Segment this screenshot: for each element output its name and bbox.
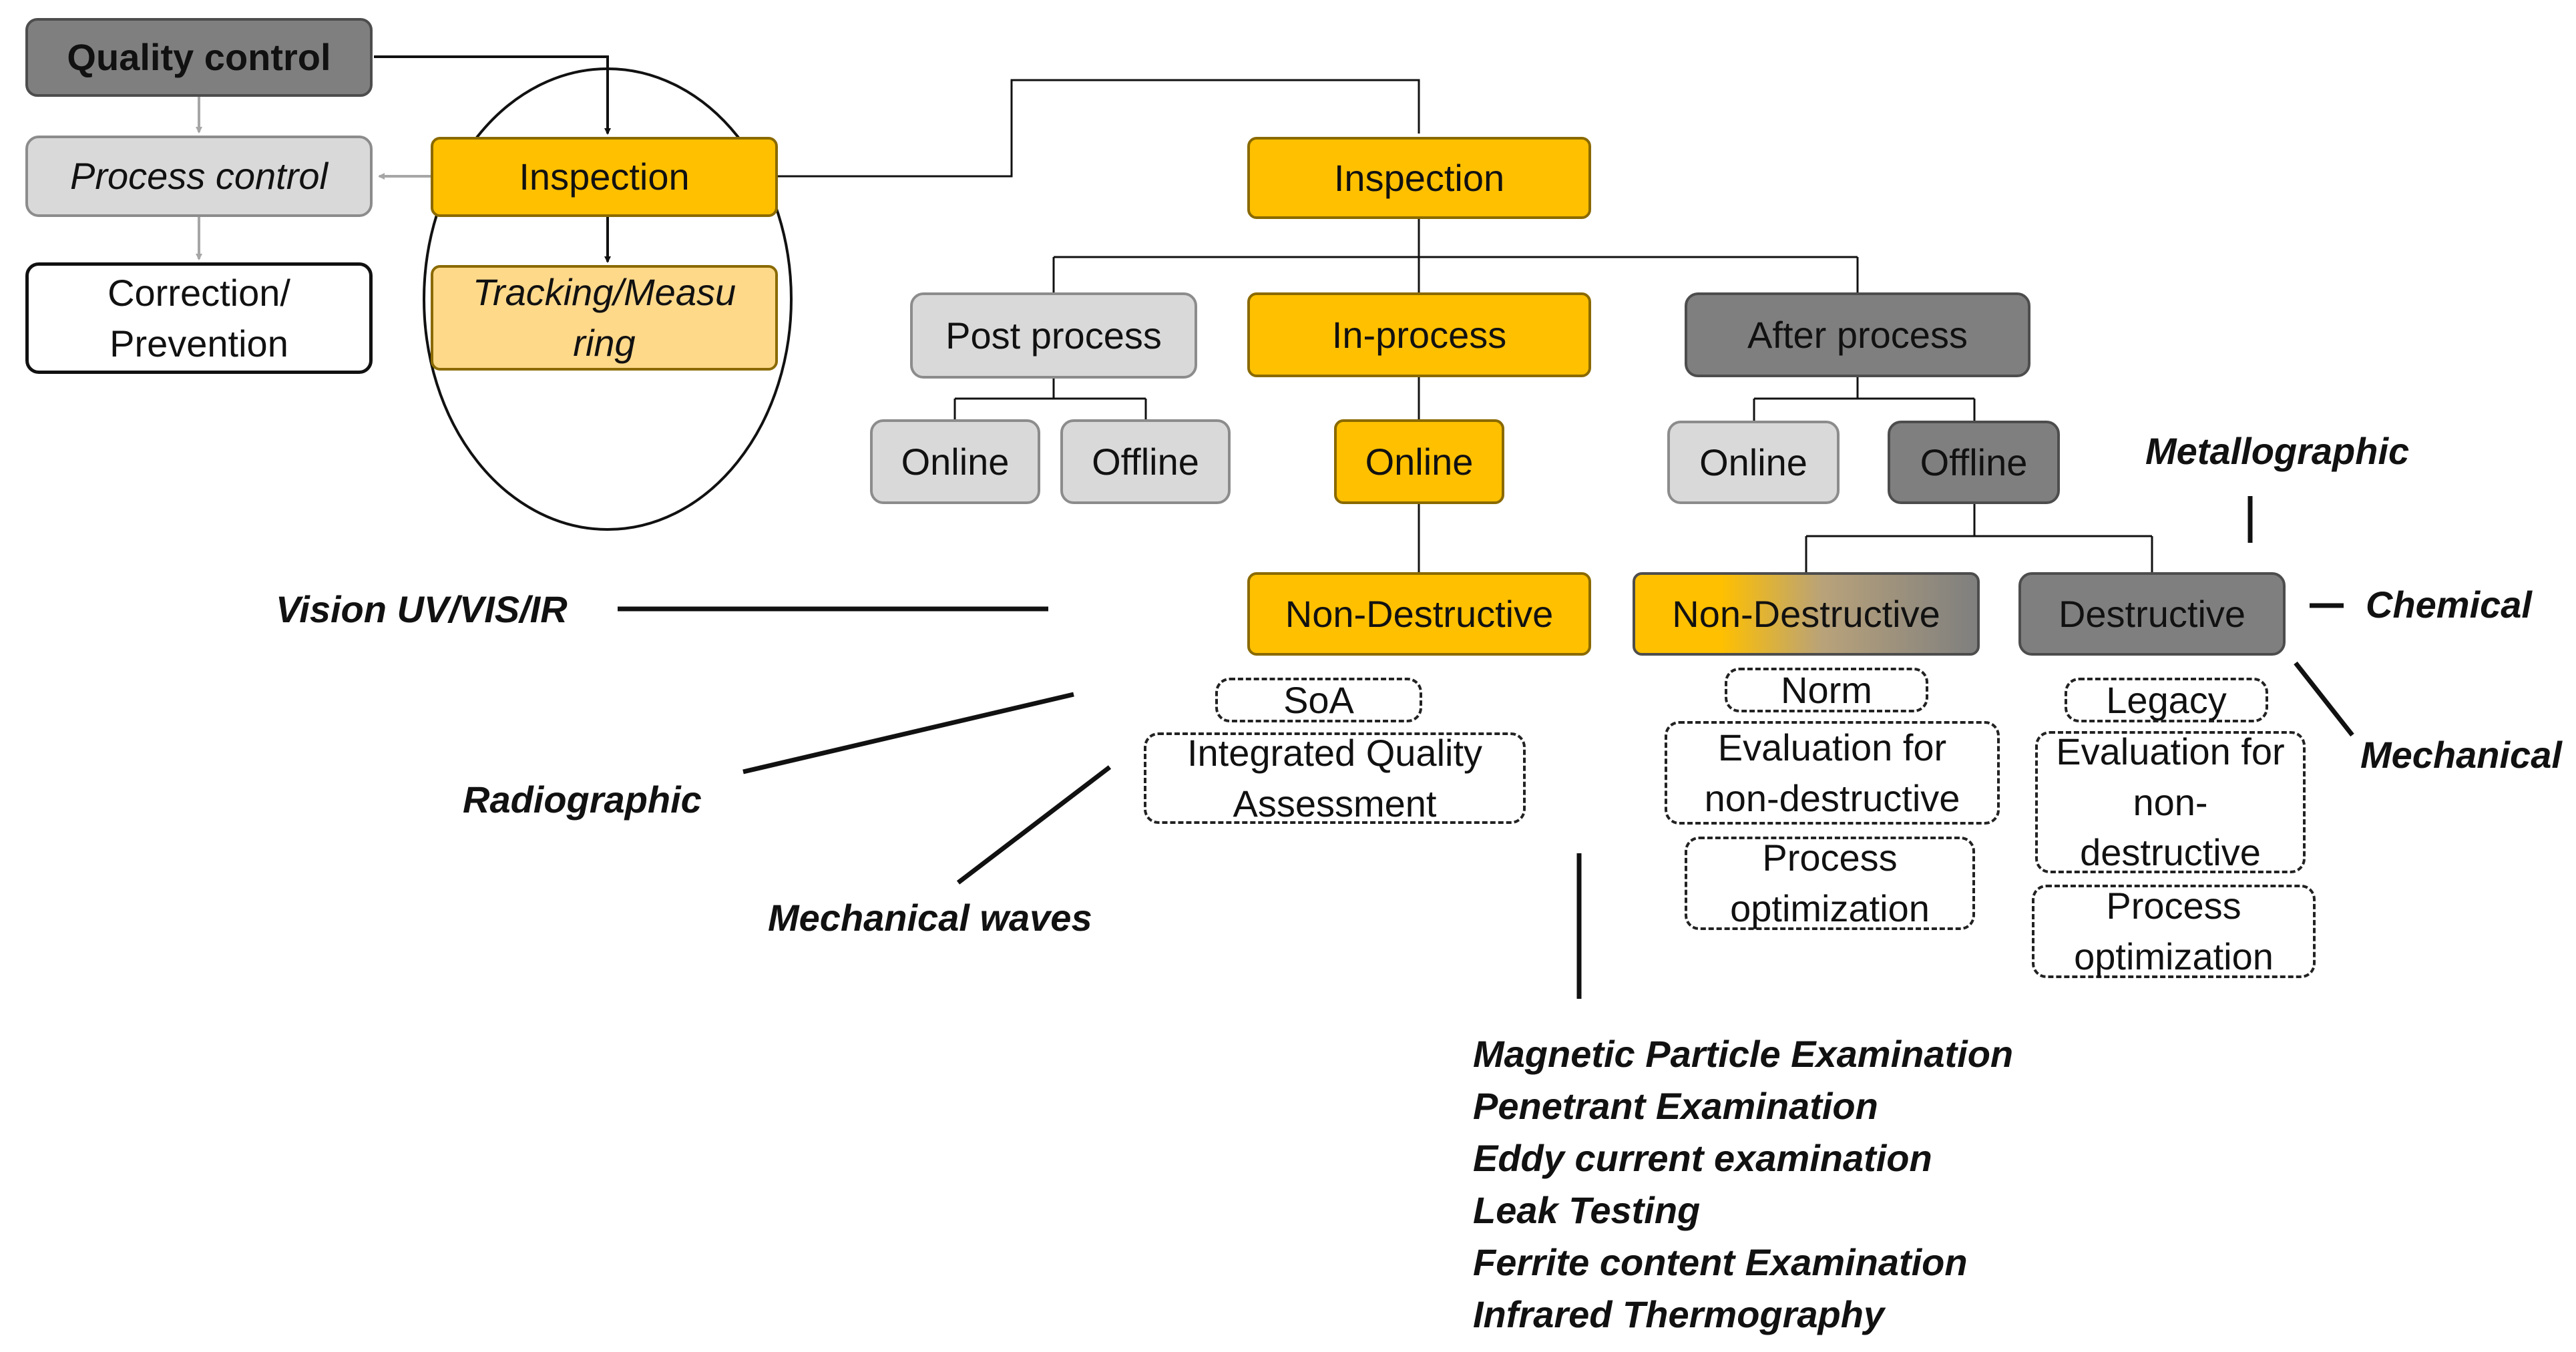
quality-control-box: Quality control — [25, 18, 373, 97]
legacy-note: Legacy — [2065, 678, 2268, 722]
after-online-box: Online — [1667, 421, 1840, 504]
inspection-link-line — [778, 79, 1420, 178]
ndt-item: Leak Testing — [1473, 1189, 1701, 1231]
evaluation-nd-note: Evaluation for non-destructive — [1665, 721, 2000, 825]
ndt-item: Eddy current examination — [1473, 1137, 1932, 1179]
left-inspection-box: Inspection — [431, 137, 778, 217]
soa-note: SoA — [1215, 678, 1422, 722]
destructive-box: Destructive — [2018, 572, 2286, 656]
mechanical-waves-pointer — [956, 765, 1112, 885]
chemical-label: Chemical — [2366, 584, 2532, 626]
ndt-item: Magnetic Particle Examination — [1473, 1033, 2014, 1075]
post-offline-box: Offline — [1060, 419, 1231, 504]
process-optimization-note-2: Process optimization — [2032, 885, 2316, 978]
process-control-box: Process control — [25, 136, 373, 217]
in-process-box: In-process — [1247, 292, 1591, 377]
after-offline-box: Offline — [1888, 421, 2060, 504]
norm-note: Norm — [1725, 668, 1928, 712]
ndt-methods-list: Magnetic Particle Examination Penetrant … — [1473, 1028, 2013, 1341]
metallographic-label: Metallographic — [2145, 430, 2410, 472]
qc-to-inspection-arrow — [374, 55, 611, 135]
mechanical-pointer — [2294, 661, 2354, 737]
integrated-quality-note: Integrated Quality Assessment — [1144, 732, 1526, 825]
in-online-box: Online — [1334, 419, 1504, 504]
post-online-box: Online — [870, 419, 1040, 504]
after-non-destructive-box: Non-Destructive — [1633, 572, 1980, 656]
mechanical-label: Mechanical — [2360, 734, 2562, 776]
process-optimization-note-1: Process optimization — [1685, 837, 1975, 930]
correction-prevention-box: Correction/ Prevention — [25, 262, 373, 374]
in-non-destructive-box: Non-Destructive — [1247, 572, 1591, 656]
mechanical-waves-label: Mechanical waves — [768, 897, 1092, 939]
radiographic-pointer — [742, 692, 1074, 774]
after-process-box: After process — [1685, 292, 2030, 377]
radiographic-label: Radiographic — [463, 778, 702, 821]
ndt-item: Infrared Thermography — [1473, 1293, 1885, 1335]
ndt-item: Penetrant Examination — [1473, 1085, 1878, 1127]
tracking-measuring-box: Tracking/Measu ring — [431, 265, 778, 371]
inspection-root-box: Inspection — [1247, 137, 1591, 219]
post-process-box: Post process — [910, 292, 1197, 379]
evaluation-non-destructive-note: Evaluation for non-destructive — [2035, 730, 2306, 873]
vision-label: Vision UV/VIS/IR — [276, 588, 568, 630]
ndt-item: Ferrite content Examination — [1473, 1241, 1968, 1283]
